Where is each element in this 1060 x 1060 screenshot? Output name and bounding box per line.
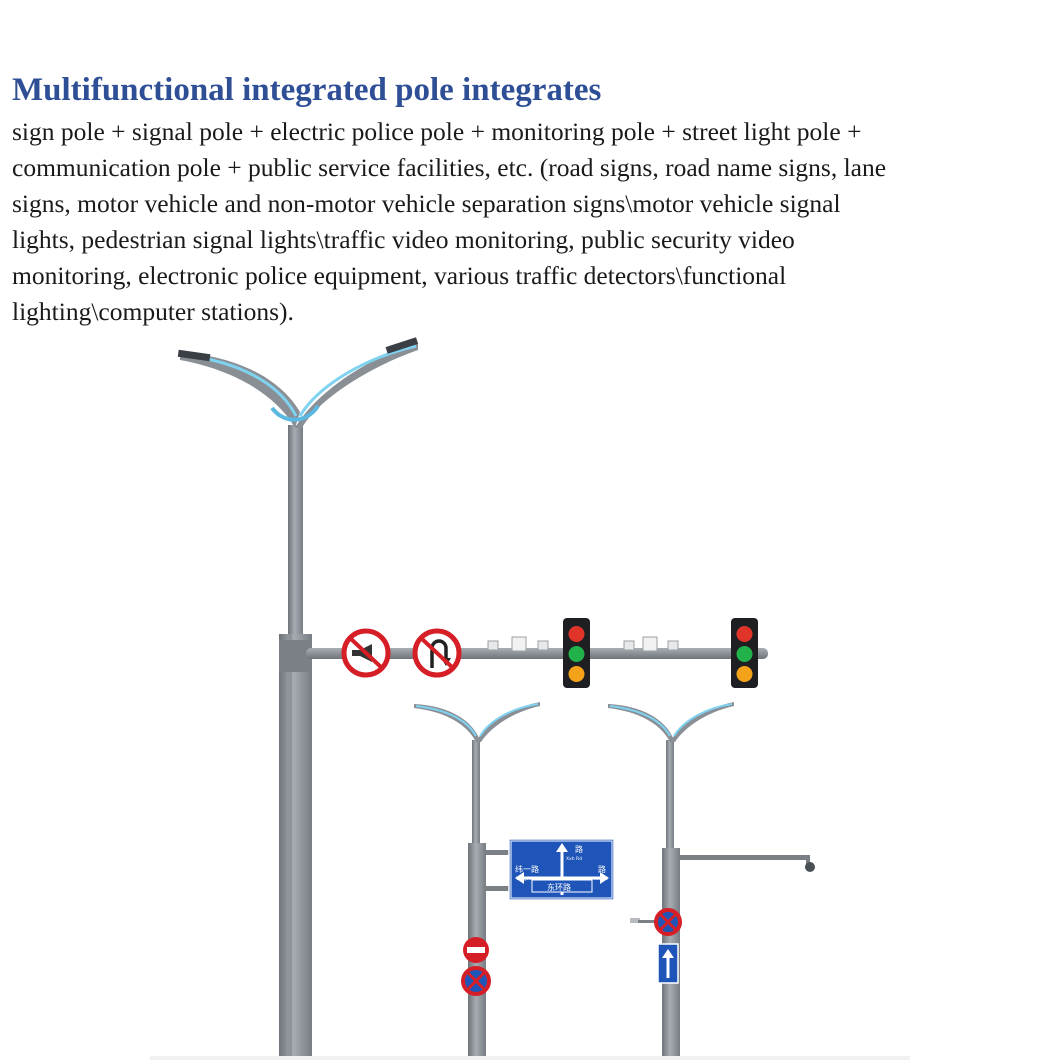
traffic-light-1 — [563, 618, 590, 688]
road-sign-right-pinyin: XX Rd — [594, 876, 608, 882]
road-guide-sign: 路 Xxh Rd 纬一路 Weiyi Rd 路 XX Rd 东环路 — [508, 838, 615, 901]
no-entry-sign — [463, 937, 489, 963]
no-stopping-sign — [461, 966, 491, 996]
no-parking-sign — [654, 908, 682, 936]
road-sign-left: 纬一路 — [515, 864, 539, 874]
road-sign-top: 路 — [575, 844, 583, 854]
page-title: Multifunctional integrated pole integrat… — [12, 72, 602, 108]
main-lamp-head — [177, 337, 419, 428]
traffic-light-2 — [731, 618, 758, 688]
no-u-turn-sign — [412, 628, 462, 678]
main-pole — [177, 337, 419, 1060]
road-sign-right: 路 — [598, 864, 606, 874]
road-sign-bottom: 东环路 — [547, 882, 571, 892]
description-text: sign pole + signal pole + electric polic… — [12, 117, 887, 326]
road-sign-top-pinyin: Xxh Rd — [566, 856, 582, 862]
second-pole — [414, 702, 540, 1060]
road-sign-left-pinyin: Weiyi Rd — [516, 876, 536, 882]
no-horn-sign — [341, 628, 391, 678]
ground-shadow — [150, 1056, 910, 1060]
third-pole — [608, 702, 815, 1060]
straight-ahead-sign — [657, 943, 679, 984]
